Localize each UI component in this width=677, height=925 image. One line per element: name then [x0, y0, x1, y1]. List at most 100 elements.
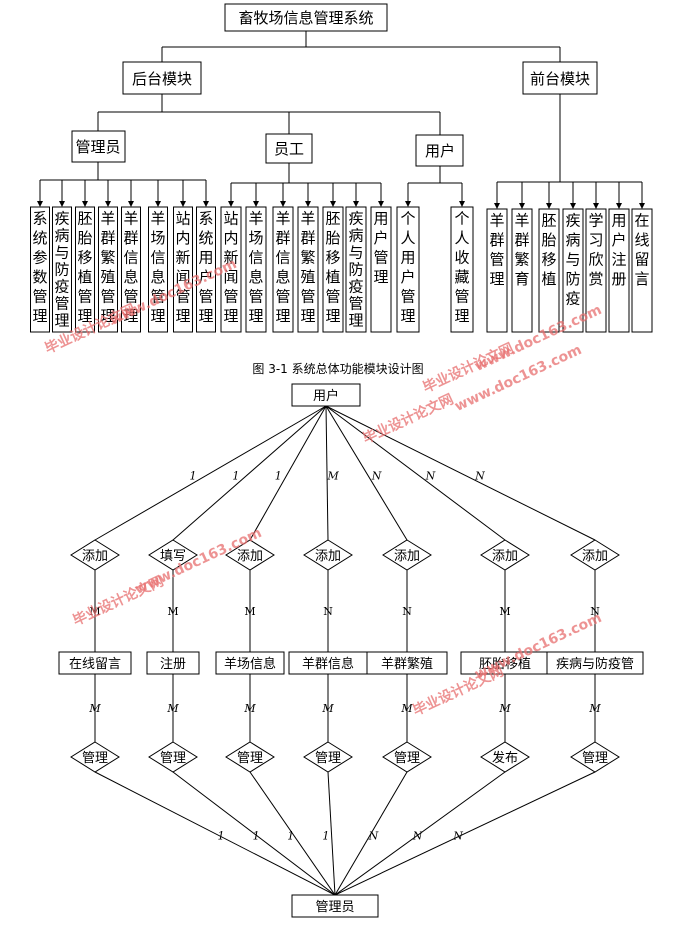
er-card-lower-5: M	[498, 702, 511, 715]
tree-item-label: 羊群繁育	[514, 212, 529, 289]
er-card-lower-1: M	[166, 702, 179, 715]
tree-arrowhead	[353, 201, 359, 207]
tree-item-admin-7: 系统用户管理	[196, 206, 216, 333]
er-entity-label: 胚胎移植	[479, 657, 531, 672]
er-line-user-to-action	[325, 405, 408, 541]
tree-arrowhead	[519, 203, 525, 209]
tree-arrowhead	[305, 201, 311, 207]
er-entity-label: 羊群繁殖	[381, 656, 433, 672]
tree-item-admin-4: 羊群信息管理	[121, 206, 141, 333]
tree-item-label: 个人用户管理	[400, 210, 415, 326]
er-action-diamond-bottom-6: 管理	[570, 741, 620, 773]
tree-item-label: 用户管理	[373, 210, 388, 287]
tree-arrowhead	[82, 201, 88, 207]
er-action-label: 添加	[237, 549, 263, 564]
er-action-diamond-top-4: 添加	[382, 539, 432, 571]
er-card-lower-6: M	[588, 702, 601, 715]
tree-item-label: 疾病与防疫管理	[348, 210, 363, 330]
er-card-upper-3: N	[323, 605, 333, 618]
tree-item-staff-1: 羊场信息管理	[245, 206, 267, 333]
er-entity-label: 羊场信息	[224, 656, 276, 672]
staff-role-node: 员工	[265, 133, 313, 164]
tree-item-label: 胚胎移植管理	[325, 210, 340, 326]
er-line-manage-to-admin	[172, 771, 336, 896]
er-line-user-to-action	[325, 405, 596, 541]
tree-item-admin-5: 羊场信息管理	[148, 206, 168, 333]
tree-arrowhead	[639, 203, 645, 209]
tree-item-staff-6: 用户管理	[370, 206, 392, 333]
tree-item-label: 羊群繁殖管理	[300, 210, 315, 326]
er-card-bottom-3: 1	[322, 830, 329, 843]
tree-item-label: 羊群繁殖管理	[100, 210, 115, 326]
tree-arrowhead	[459, 201, 465, 207]
er-line-manage-to-admin	[94, 771, 336, 896]
tree-item-staff-4: 胚胎移植管理	[322, 206, 344, 333]
er-manage-label: 管理	[237, 751, 263, 766]
tree-item-admin-2: 胚胎移植管理	[75, 206, 95, 333]
er-entity-0: 在线留言	[58, 651, 132, 675]
tree-item-staff-0: 站内新闻管理	[220, 206, 242, 333]
top-entity-user: 用户	[291, 383, 361, 407]
watermark-text: 毕业设计论文网	[360, 391, 456, 448]
user-role-label: 用户	[425, 142, 455, 160]
er-card-top-4: N	[371, 470, 382, 483]
er-card-lower-4: M	[400, 702, 413, 715]
er-action-label: 添加	[582, 549, 608, 564]
tree-item-label: 用户注册	[611, 212, 626, 289]
tree-arrowhead	[105, 201, 111, 207]
figure-caption: 图 3-1 系统总体功能模块设计图	[252, 362, 423, 376]
er-action-diamond-top-6: 添加	[570, 539, 620, 571]
frontend-module-node: 前台模块	[522, 61, 598, 95]
er-card-bottom-6: N	[452, 830, 463, 843]
er-action-diamond-bottom-4: 管理	[382, 741, 432, 773]
top-entity-label: 用户	[313, 388, 339, 404]
tree-item-staff-3: 羊群繁殖管理	[297, 206, 319, 333]
er-manage-label: 管理	[82, 751, 108, 766]
staff-role-label: 员工	[274, 140, 304, 158]
tree-item-label: 羊群信息管理	[275, 210, 290, 326]
root-node: 畜牧场信息管理系统	[224, 3, 388, 32]
er-card-top-0: 1	[189, 470, 196, 483]
tree-item-admin-6: 站内新闻管理	[173, 206, 193, 333]
tree-item-user-0: 个人用户管理	[396, 206, 420, 333]
er-manage-label: 管理	[582, 751, 608, 766]
tree-item-label: 站内新闻管理	[175, 210, 190, 326]
er-card-top-2: 1	[275, 470, 282, 483]
er-action-diamond-top-3: 添加	[303, 539, 353, 571]
er-card-lower-3: M	[321, 702, 334, 715]
tree-item-admin-3: 羊群繁殖管理	[98, 206, 118, 333]
er-line-user-to-action	[94, 405, 327, 541]
er-card-lower-2: M	[243, 702, 256, 715]
er-entity-label: 在线留言	[69, 657, 121, 672]
tree-connectors	[40, 31, 642, 184]
er-entity-2: 羊场信息	[215, 651, 285, 675]
er-card-bottom-2: 1	[287, 830, 294, 843]
tree-item-front-2: 胚胎移植	[538, 208, 560, 333]
tree-arrowhead	[155, 201, 161, 207]
tree-item-admin-0: 系统参数管理	[30, 206, 50, 333]
er-nodes: 添加在线留言管理填写注册管理添加羊场信息管理添加羊群信息管理添加羊群繁殖管理添加…	[58, 539, 644, 773]
er-action-label: 填写	[160, 549, 186, 564]
er-action-diamond-top-5: 添加	[480, 539, 530, 571]
er-line-user-to-action	[325, 405, 506, 541]
tree-item-label: 疾病与防疫	[565, 212, 580, 308]
tree-item-front-4: 学习欣赏	[585, 208, 607, 333]
er-line-manage-to-admin	[334, 771, 596, 896]
er-manage-label: 发布	[492, 750, 518, 766]
tree-arrowhead	[330, 201, 336, 207]
tree-arrowhead	[593, 203, 599, 209]
tree-arrowhead	[494, 203, 500, 209]
tree-item-user-1: 个人收藏管理	[450, 206, 474, 333]
bottom-entity-admin: 管理员	[291, 894, 379, 918]
er-card-bottom-1: 1	[253, 830, 260, 843]
er-line-manage-to-admin	[327, 771, 336, 896]
er-card-top-3: M	[326, 470, 339, 483]
admin-role-node: 管理员	[71, 130, 126, 163]
er-entity-label: 羊群信息	[302, 656, 354, 672]
er-action-diamond-bottom-0: 管理	[70, 741, 120, 773]
user-role-node: 用户	[415, 134, 464, 167]
tree-item-label: 疾病与防疫管理	[54, 210, 69, 330]
tree-item-label: 个人收藏管理	[454, 210, 469, 326]
er-entity-label: 注册	[160, 657, 186, 672]
